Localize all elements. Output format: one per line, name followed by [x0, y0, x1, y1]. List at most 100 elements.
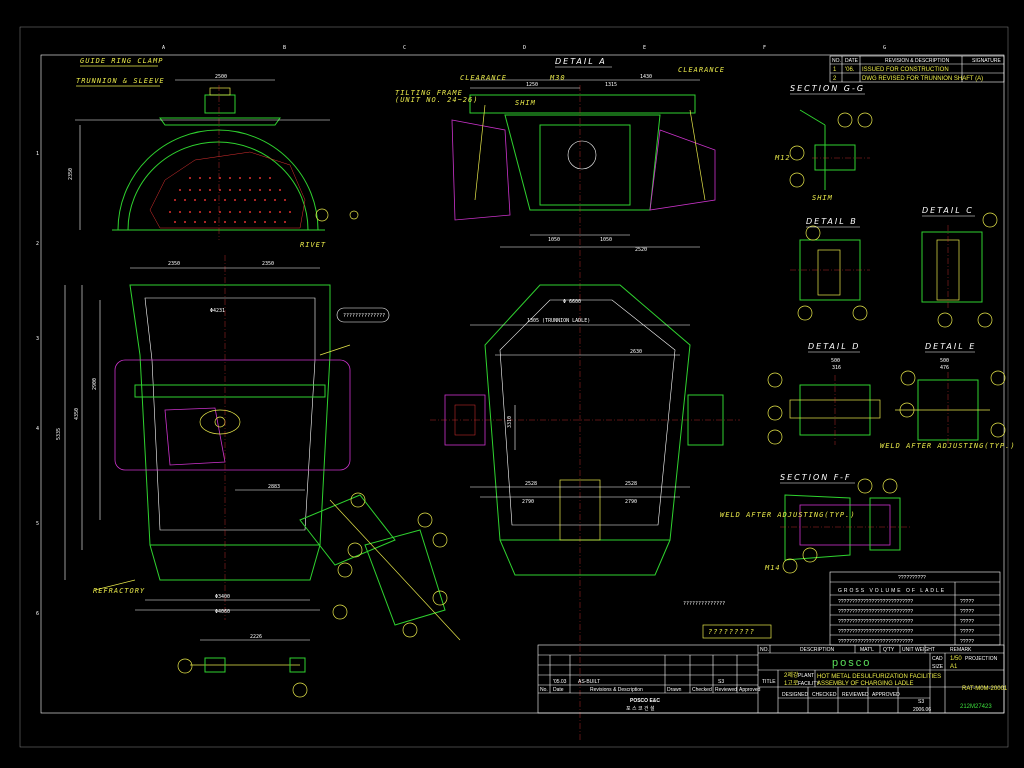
- balloon-d-6: [767, 372, 783, 388]
- detail-a-leader-2: [689, 109, 706, 201]
- label-m14: M14: [764, 564, 781, 572]
- balloon-c-11: [937, 312, 953, 328]
- dim-500-d: 500: [831, 358, 840, 364]
- dim-500-e: 500: [940, 358, 949, 364]
- volume-row-5: ???????????????????????????: [838, 639, 913, 645]
- dim-1430: 1430: [640, 74, 652, 80]
- link-rod: [329, 499, 461, 641]
- dim-1050b: 1050: [600, 237, 612, 243]
- label-m30: M30: [549, 74, 566, 82]
- detail-a-top-beam: [469, 94, 696, 114]
- drawing-frame: [40, 54, 1005, 714]
- title-detail-c: DETAIL C: [922, 206, 974, 215]
- dim-2900: 2900: [92, 378, 98, 390]
- ladle-side-frame: [114, 359, 351, 471]
- sign-approved: APPROVED: [872, 692, 900, 698]
- title-block: NO. DESCRIPTION MAT'L Q'TY UNIT WEIGHT R…: [537, 644, 1008, 714]
- grid-markers: A B C D E F G 1 2 3 4 5 6: [36, 45, 886, 617]
- ladle-top-clamp-2: [349, 210, 359, 220]
- label-guide-ring: GUIDE RING CLAMP: [80, 57, 163, 65]
- section-gg-view: [789, 109, 873, 190]
- label-shim2: SHIM: [812, 194, 833, 202]
- grid-top-C: C: [403, 45, 406, 51]
- title-detail-e: DETAIL E: [925, 342, 976, 351]
- volume-row-2-val: ?????: [960, 609, 974, 615]
- rev-h-checked: Checked: [692, 687, 712, 693]
- balloon-gg-2: [857, 112, 873, 128]
- title-block-frame: [537, 644, 1005, 714]
- ref-no: RAT-M0M-20001: [962, 686, 1008, 692]
- label-m12: M12: [774, 154, 791, 162]
- rev-h-approved: Approved: [739, 687, 761, 693]
- balloon-e-14: [990, 422, 1006, 438]
- title-detail-a: DETAIL A: [555, 57, 607, 66]
- revision-table: NO. DATE REVISION & DESCRIPTION SIGNATUR…: [829, 55, 1005, 83]
- size: A1: [950, 664, 958, 670]
- detail-a-body: [504, 114, 661, 211]
- label-rivet: RIVET: [300, 241, 326, 249]
- detail-a-hub: [567, 140, 597, 170]
- drawing-number: 212M27423: [960, 704, 992, 710]
- volume-row-2: ???????????????????????????: [838, 609, 913, 615]
- revision-table-frame: [829, 55, 1005, 83]
- balloon-ff-1: [857, 478, 873, 494]
- dim-2883: 2883: [268, 484, 280, 490]
- trunnion-pin: [209, 87, 231, 96]
- rev-header-date: DATE: [845, 58, 859, 64]
- ladle-top-refractory-area: [149, 151, 306, 229]
- link-plate-1: [299, 494, 396, 566]
- detail-c-view: [921, 212, 998, 328]
- dim-5335: 5335: [56, 428, 62, 440]
- company-logo: posco: [832, 657, 871, 669]
- ladle-side-bracket: [164, 407, 226, 466]
- detail-a-left-frame: [451, 119, 511, 221]
- note-pill-text: ??????????????: [343, 313, 385, 319]
- dim-316: 316: [832, 365, 841, 371]
- grid-top-G: G: [883, 45, 886, 51]
- title-line1: HOT METAL DESULFURIZATION FACILITIES: [817, 674, 941, 680]
- dim-phi4060: Φ4060: [215, 609, 230, 615]
- grid-top-D: D: [523, 45, 526, 51]
- rev-h-date: Date: [553, 687, 564, 693]
- dim-phi3400: Φ3400: [215, 594, 230, 600]
- scale: 1/50: [950, 656, 962, 662]
- link-plate-2: [364, 529, 446, 626]
- volume-row-3-val: ?????: [960, 619, 974, 625]
- balloon-e-4: [900, 370, 916, 386]
- title-section-gg: SECTION G-G: [790, 84, 865, 93]
- balloon-d-9: [767, 429, 783, 445]
- volume-title-top: ??????????: [898, 575, 926, 581]
- dim-2226: 2226: [250, 634, 262, 640]
- balloon-c-7: [982, 212, 998, 228]
- detail-a-right-frame: [649, 129, 716, 211]
- cad-label: CAD: [932, 656, 943, 662]
- label-trunnion-sleeve: TRUNNION & SLEEVE: [76, 77, 165, 85]
- date: 2006.06: [913, 707, 931, 713]
- rev-h-drawn: Drawn: [667, 687, 682, 693]
- balloon-d-x: [767, 405, 783, 421]
- dim-phi4231: Φ4231: [210, 308, 225, 314]
- grid-left-6: 6: [36, 611, 39, 617]
- project-kr2: 1고로: [784, 680, 799, 687]
- grid-left-4: 4: [36, 426, 39, 432]
- ladle-side-view: 2350 2350 5335 4350 2900 Φ4231 Φ3400 Φ40…: [56, 255, 351, 641]
- facility-label: FACILITY: [798, 681, 820, 687]
- rev-h-no: No.: [540, 687, 548, 693]
- volume-row-3: ???????????????????????????: [838, 619, 913, 625]
- label-tilting-frame: TILTING FRAME: [395, 89, 463, 97]
- section-gg-block: [814, 144, 856, 171]
- detail-a-view: 1050 1050 2520 1430 1250 1315: [451, 74, 716, 740]
- ladle-side-shell: [129, 284, 331, 546]
- label-clearance-left: CLEARANCE: [460, 74, 507, 82]
- dim-trunnion-ladle: 1305 (TRUNNION LADLE): [527, 318, 590, 324]
- rev-h-desc: Revisions & Description: [590, 687, 643, 693]
- dim-6600: Φ 6600: [563, 299, 581, 305]
- detail-e-view: [895, 370, 1006, 445]
- dim-2790-right: 2790: [625, 499, 637, 505]
- balloon-gg-4: [789, 172, 805, 188]
- rev-row1-date: '06.: [845, 67, 855, 73]
- ladle-top-view: 2500 2350: [68, 74, 359, 240]
- sign-checked: CHECKED: [812, 692, 837, 698]
- project-kr: 2제강: [784, 671, 799, 679]
